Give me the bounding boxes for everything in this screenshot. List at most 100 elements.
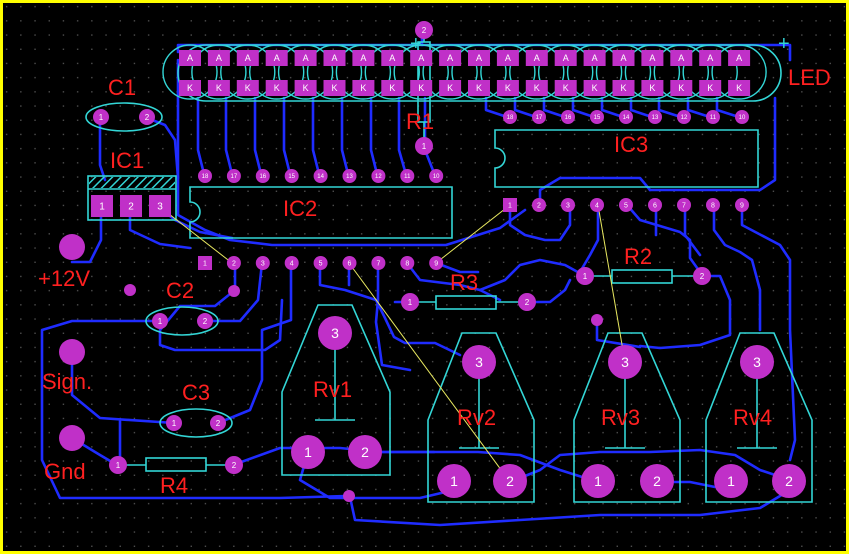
led-anode-pad-label: A bbox=[303, 53, 309, 63]
led-anode-pad-label: A bbox=[534, 53, 540, 63]
led-anode-pad-label: A bbox=[418, 53, 424, 63]
led-cathode-pad: K bbox=[294, 80, 317, 96]
led-anode-pad: A bbox=[410, 50, 433, 66]
rv2-pad-2: 2 bbox=[493, 464, 527, 498]
rv1-pad-3: 3 bbox=[318, 316, 352, 350]
led-anode-pad: A bbox=[612, 50, 635, 66]
led-cathode-pad: K bbox=[496, 80, 519, 96]
led-anode-pad-label: A bbox=[649, 53, 655, 63]
led-cathode-pad-label: K bbox=[620, 83, 626, 93]
ic3-pin-bottom-label: 1 bbox=[508, 202, 512, 209]
led-cathode-pad-label: K bbox=[736, 83, 742, 93]
led-anode-pad-label: A bbox=[563, 53, 569, 63]
led-anode-pad: A bbox=[468, 50, 490, 66]
r2-pad-1: 1 bbox=[576, 267, 594, 285]
ic2-pin-top: 13 bbox=[342, 169, 357, 183]
r4-pad-2-label: 2 bbox=[232, 461, 237, 470]
rv2-pad-3-label: 3 bbox=[475, 354, 483, 370]
ic3-pin-bottom: 1 bbox=[503, 198, 517, 212]
ic2-pin-bottom: 3 bbox=[255, 256, 270, 270]
ic2-outline bbox=[189, 186, 453, 239]
rv1-pad-2-label: 2 bbox=[361, 444, 369, 460]
rv4-pad-2-label: 2 bbox=[785, 473, 793, 489]
led-anode-pad: A bbox=[352, 50, 375, 66]
led-anode-pad: A bbox=[265, 50, 288, 66]
led-segment-outline bbox=[162, 44, 218, 100]
led-cathode-pad: K bbox=[179, 80, 201, 96]
led-cathode-pad-label: K bbox=[245, 83, 251, 93]
led-cathode-pad-label: K bbox=[447, 83, 453, 93]
ic1-pin-label: 2 bbox=[128, 202, 134, 213]
rv2-pad-3: 3 bbox=[462, 345, 496, 379]
label-c1: C1 bbox=[108, 75, 136, 100]
ic3-pin-bottom: 9 bbox=[735, 198, 749, 212]
ic3-pin-bottom-label: 9 bbox=[740, 202, 744, 209]
r3-pad-2-label: 2 bbox=[525, 298, 530, 307]
r4-pad-1-label: 1 bbox=[116, 461, 121, 470]
label-ic2: IC2 bbox=[283, 196, 317, 221]
led-cathode-pad: K bbox=[207, 80, 230, 96]
r2-pad-2: 2 bbox=[693, 267, 711, 285]
r3-pad-2: 2 bbox=[518, 293, 536, 311]
led-cathode-pad-label: K bbox=[592, 83, 598, 93]
c1-pad-1: 1 bbox=[93, 109, 109, 125]
ic2-pin-bottom: 2 bbox=[226, 256, 241, 270]
c2-outline bbox=[145, 306, 219, 336]
led-cathode-pad-label: K bbox=[216, 83, 222, 93]
ic1-pin: 1 bbox=[91, 195, 113, 217]
ic2-pin-top-label: 13 bbox=[346, 174, 353, 180]
label-rv3: Rv3 bbox=[601, 405, 640, 430]
led-cathode-pad: K bbox=[236, 80, 259, 96]
via bbox=[591, 314, 603, 326]
ic3-pin-top: 14 bbox=[619, 110, 633, 124]
ic3-pin-bottom: 7 bbox=[677, 198, 691, 212]
led-anode-pad-label: A bbox=[245, 53, 251, 63]
ic2-pin-bottom-label: 2 bbox=[232, 260, 236, 267]
ic2-pin-bottom: 4 bbox=[284, 256, 299, 270]
led-cathode-pad-label: K bbox=[274, 83, 280, 93]
rv1-pad-1: 1 bbox=[291, 435, 325, 469]
ic2-pin-top-label: 18 bbox=[202, 174, 209, 180]
led-anode-pad-label: A bbox=[360, 53, 366, 63]
led-anode-pad-label: A bbox=[476, 53, 482, 63]
plus-mark-r1: + bbox=[410, 33, 422, 55]
led-cathode-pad: K bbox=[439, 80, 462, 96]
ic2-pin-top-label: 17 bbox=[231, 174, 238, 180]
led-anode-pad: A bbox=[728, 50, 751, 66]
led-anode-pad-label: A bbox=[707, 53, 713, 63]
ic3-pin-top: 13 bbox=[648, 110, 662, 124]
ic2-pin-top: 17 bbox=[226, 169, 241, 183]
led-segment-outline bbox=[595, 44, 652, 100]
led-anode-pad-label: A bbox=[187, 53, 193, 63]
ratsnest bbox=[159, 204, 626, 483]
ic3-pin-top: 17 bbox=[532, 110, 546, 124]
led-cathode-pad: K bbox=[323, 80, 346, 96]
r2-pad-1-label: 1 bbox=[583, 272, 588, 281]
ic3-pin-top-label: 16 bbox=[565, 115, 572, 121]
rv4-pad-1: 1 bbox=[714, 464, 748, 498]
rv2-pad-1-label: 1 bbox=[450, 473, 458, 489]
led-cathode-pad: K bbox=[525, 80, 548, 96]
via bbox=[343, 490, 355, 502]
led-anode-pad-label: A bbox=[274, 53, 280, 63]
ic2-pin-top: 11 bbox=[400, 169, 415, 183]
led-anode-pad: A bbox=[294, 50, 317, 66]
c2-pad-2-label: 2 bbox=[203, 317, 208, 326]
c2-pad-1: 1 bbox=[152, 313, 168, 329]
ic3-pin-bottom: 5 bbox=[619, 198, 633, 212]
ic2-pin-top: 12 bbox=[371, 169, 386, 183]
label-ic1: IC1 bbox=[110, 148, 144, 173]
led-anode-pad-label: A bbox=[216, 53, 222, 63]
led-cathode-pad: K bbox=[554, 80, 577, 96]
led-segment-outline bbox=[393, 44, 449, 100]
led-anode-pad: A bbox=[496, 50, 519, 66]
ic3-pin-bottom-label: 6 bbox=[653, 202, 657, 209]
rv2-pad-2-label: 2 bbox=[506, 473, 514, 489]
ic3-pin-top-label: 12 bbox=[681, 115, 688, 121]
label-ground: Gnd bbox=[44, 459, 86, 484]
rv1-pad-2: 2 bbox=[348, 435, 382, 469]
led-cathode-pad: K bbox=[612, 80, 635, 96]
c1-outline bbox=[85, 102, 163, 132]
c3-pad-2: 2 bbox=[210, 415, 226, 431]
